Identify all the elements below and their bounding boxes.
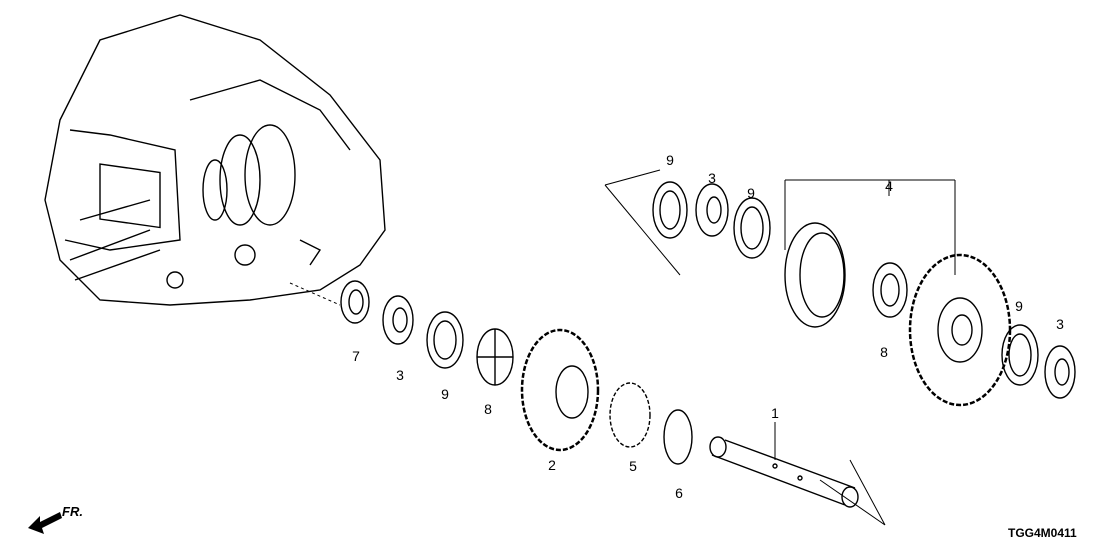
callout-9: 9 — [747, 185, 755, 201]
callout-3: 3 — [1056, 316, 1064, 332]
callout-9: 9 — [666, 152, 674, 168]
callout-3: 3 — [396, 367, 404, 383]
leader-lines — [289, 169, 956, 526]
front-arrow-icon — [28, 512, 62, 534]
callout-8: 8 — [484, 401, 492, 417]
diagram-code: TGG4M0411 — [1008, 526, 1077, 540]
callout-5: 5 — [629, 458, 637, 474]
callout-3: 3 — [708, 170, 716, 186]
front-direction-label: FR. — [62, 504, 83, 519]
bottom-parts — [340, 280, 859, 508]
callout-6: 6 — [675, 485, 683, 501]
callout-9: 9 — [441, 386, 449, 402]
callout-8: 8 — [880, 344, 888, 360]
callout-2: 2 — [548, 457, 556, 473]
callout-9: 9 — [1015, 298, 1023, 314]
top-parts — [652, 181, 1076, 407]
callout-7: 7 — [352, 348, 360, 364]
callout-4: 4 — [885, 178, 893, 194]
transmission-housing — [44, 14, 386, 306]
callout-1: 1 — [771, 405, 779, 421]
